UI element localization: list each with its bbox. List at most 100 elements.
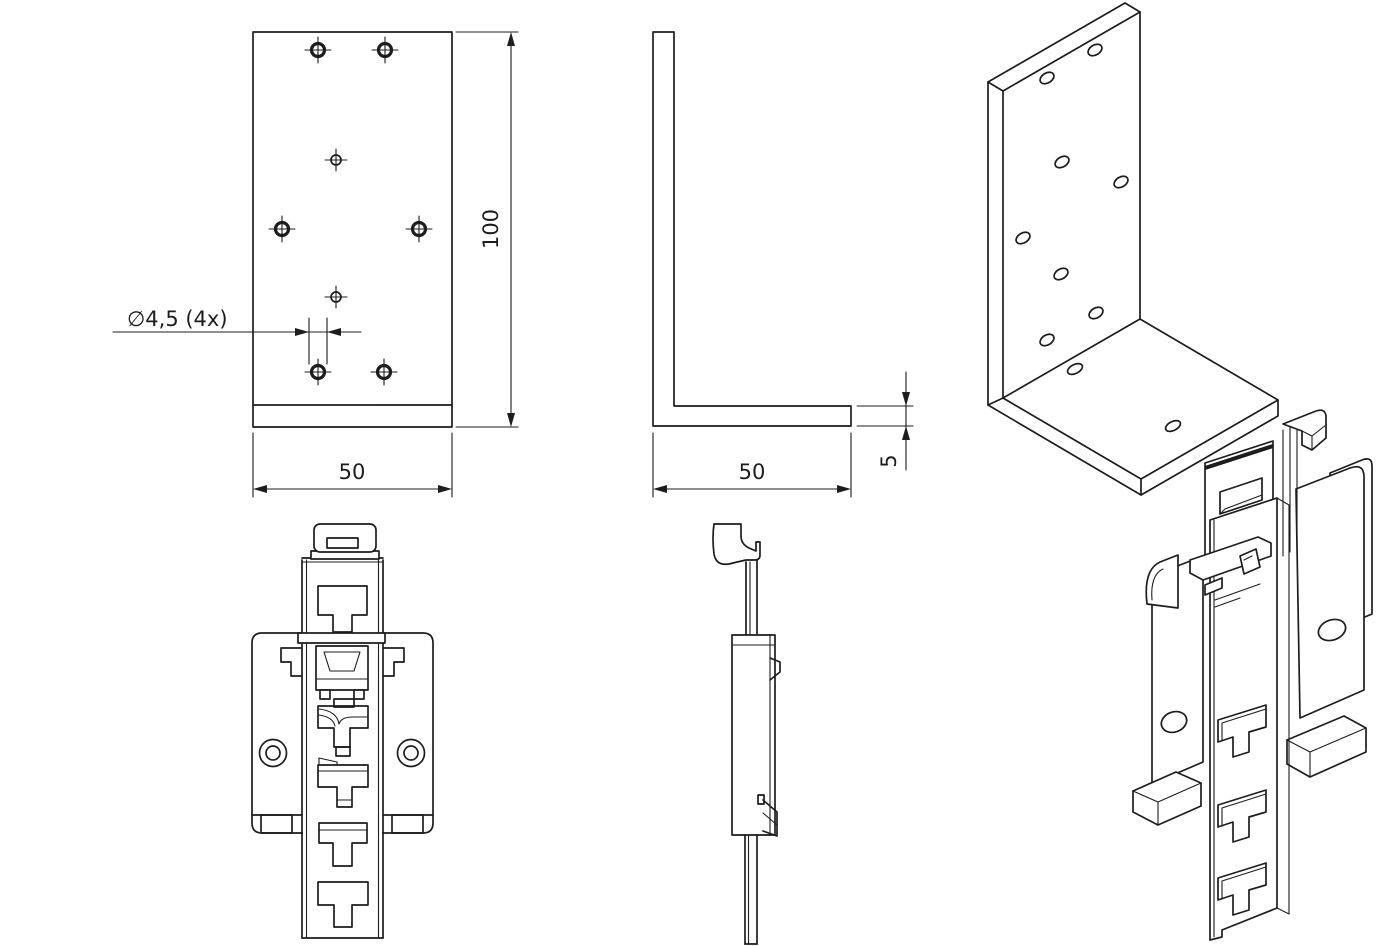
t-slot-bevel — [1221, 708, 1267, 742]
wing-hole — [396, 738, 426, 768]
guide-notch — [280, 647, 303, 677]
latch-pawl — [1239, 548, 1261, 575]
foot-inner-lines — [1286, 727, 1367, 778]
bracket-isometric-view — [987, 2, 1279, 496]
arrowhead-icon — [438, 485, 452, 493]
dimension-plate-height: 100 — [455, 31, 519, 428]
plate-outline — [252, 31, 453, 428]
t-slot-iso — [1217, 704, 1267, 758]
iso-bend-edge — [1002, 318, 1141, 399]
hole-marker — [304, 358, 332, 386]
callout-text: ∅4,5 (4x) — [127, 307, 228, 331]
plate-slot — [1219, 477, 1263, 515]
plate-top-shaded-edge — [1204, 444, 1274, 470]
dim-text-height: 100 — [479, 209, 503, 249]
iso-plate-holes — [1015, 43, 1129, 347]
hole-marker — [268, 215, 296, 243]
pilot-hole-marker — [324, 148, 348, 172]
iso-flange-front-edge — [1140, 399, 1279, 480]
wing-hole — [265, 745, 281, 761]
clip-side-view — [712, 523, 781, 945]
dim-text-width: 50 — [339, 460, 366, 484]
dimension-thickness: 5 — [856, 371, 914, 471]
right-foot-hook — [1286, 715, 1367, 778]
t-slot-bevel — [1221, 866, 1267, 900]
arrowhead-icon — [327, 328, 341, 336]
latch-foot — [319, 689, 331, 700]
arrowhead-icon — [902, 392, 910, 406]
arrowhead-icon — [507, 32, 515, 46]
arrowhead-icon — [253, 485, 267, 493]
iso-edge — [987, 397, 1004, 406]
wing-hole — [1160, 710, 1188, 734]
wing-hole — [258, 738, 288, 768]
iso-bracket-outline — [987, 2, 1279, 496]
clip-side-body — [731, 634, 776, 836]
latch-foot — [1204, 577, 1223, 596]
dimension-plate-width: 50 — [252, 432, 453, 498]
left-wing — [1151, 555, 1204, 785]
wing-hole — [403, 745, 419, 761]
spring-curve — [318, 714, 336, 727]
wing-foot — [260, 814, 293, 834]
latch-lines — [1214, 583, 1261, 608]
top-tab-iso — [1282, 409, 1327, 451]
pawl-tip — [318, 757, 338, 766]
latch-guide-boss — [1145, 554, 1179, 609]
hole-marker — [370, 358, 398, 386]
t-slot-iso — [1217, 789, 1267, 843]
dimension-side-width: 50 — [652, 432, 852, 498]
boss-inner-arc — [1151, 568, 1164, 601]
adapter-isometric-view — [1132, 409, 1373, 941]
latch-foot — [353, 689, 365, 700]
t-slot — [317, 585, 368, 633]
iso-flange-edge — [1002, 397, 1142, 480]
dim-text-thickness: 5 — [877, 454, 901, 467]
rail-hook-upper — [769, 657, 781, 681]
right-wing — [1295, 465, 1365, 719]
tab-slot — [326, 537, 359, 549]
iso-flange-holes — [1066, 362, 1182, 433]
small-slot — [333, 698, 355, 708]
clip-front-view — [251, 523, 434, 939]
t-slot-foot — [335, 746, 351, 757]
cross-bar — [297, 632, 386, 644]
strip-depth-band — [1276, 497, 1290, 915]
hole-marker — [405, 215, 433, 243]
wing-foot — [391, 814, 424, 834]
guide-notch — [382, 647, 405, 677]
arrowhead-icon — [902, 426, 910, 440]
hook-inner-line — [762, 812, 778, 826]
slide-strip-fill — [303, 560, 382, 938]
pawl-line — [1243, 555, 1253, 561]
tab-inner-lines — [1301, 424, 1327, 451]
top-hook — [712, 523, 761, 566]
detent-nub — [757, 794, 765, 805]
slot-depth-line — [1219, 494, 1263, 515]
hole-diameter-callout: ∅4,5 (4x) — [112, 307, 362, 365]
hole-marker — [371, 36, 399, 64]
l-profile-outline — [652, 31, 852, 427]
arrowhead-icon — [837, 485, 851, 493]
t-slot-iso — [1217, 862, 1267, 916]
hole-marker — [304, 36, 332, 64]
arrowhead-icon — [295, 328, 309, 336]
latch-inner — [323, 651, 361, 672]
t-slot — [317, 764, 369, 808]
wing-hole — [1317, 618, 1347, 642]
spring-curve — [318, 708, 368, 725]
latch-frame — [1189, 536, 1272, 581]
pilot-hole-marker — [324, 285, 348, 309]
bracket-front-view: 100 50 ∅4,5 (4x) — [112, 31, 519, 498]
arrowhead-icon — [507, 413, 515, 427]
t-slot — [317, 881, 369, 928]
foot-inner-lines — [1132, 782, 1202, 826]
t-slot-bevel — [1221, 793, 1267, 827]
bracket-side-view: 50 5 — [652, 31, 914, 498]
channel-rails — [1282, 423, 1298, 557]
iso-top-face-edge — [987, 11, 1141, 92]
rail-hook-lower — [762, 799, 778, 837]
arrowhead-icon — [653, 485, 667, 493]
